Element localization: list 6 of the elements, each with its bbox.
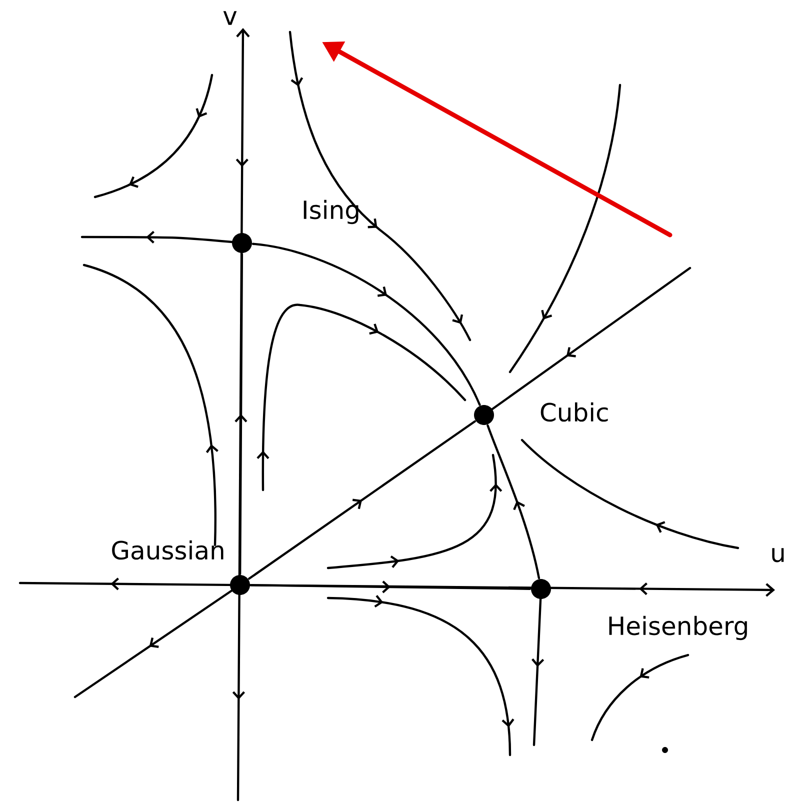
- axis-label: u: [772, 548, 784, 562]
- point-label: Heisenberg: [609, 616, 747, 640]
- point-label: Cubic: [540, 402, 608, 422]
- point-label: Gaussian: [112, 540, 224, 560]
- axis-label: v: [223, 11, 237, 25]
- point-label: Ising: [304, 200, 358, 224]
